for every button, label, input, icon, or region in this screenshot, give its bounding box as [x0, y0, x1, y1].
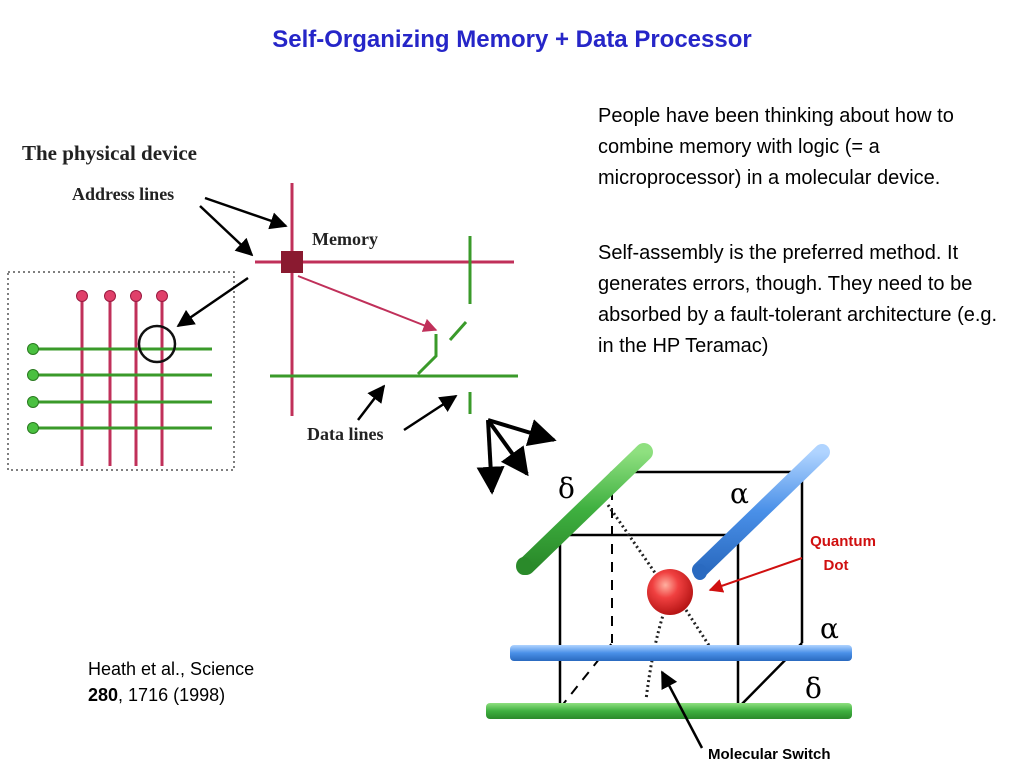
self-assembly-paragraph: Self-assembly is the preferred method. I…	[598, 242, 998, 357]
molecular-switch-figure: δ α α δ Quantum Dot Molecular Switch	[486, 443, 876, 763]
molecular-switch-label: Molecular Switch	[708, 746, 831, 763]
switch-contact	[448, 321, 468, 341]
crossbar-address-terminals	[76, 290, 168, 302]
alpha-wire-top	[692, 444, 830, 580]
molecular-switch-callout-arrow	[660, 670, 704, 749]
citation-authors: Heath et al., Science	[88, 659, 255, 679]
memory-cell	[281, 251, 303, 273]
physical-device-heading: The physical device	[22, 141, 197, 165]
quantum-dot	[647, 569, 693, 615]
delta-wire-horizontal	[486, 703, 852, 719]
quantum-dot-label-line2: Dot	[824, 557, 849, 574]
delta-label-bottom: δ	[805, 672, 822, 705]
quantum-dot-callout-arrow	[708, 557, 803, 593]
intro-paragraph: People have been thinking about how to c…	[598, 105, 954, 189]
address-lines-label: Address lines	[72, 184, 174, 204]
delta-label-top: δ	[558, 472, 575, 505]
memory-label: Memory	[312, 229, 378, 249]
zoom-pointer-arrows	[476, 418, 557, 495]
alpha-label-top: α	[730, 477, 749, 510]
label-arrows	[176, 196, 458, 432]
crossbar-data-terminals	[27, 343, 39, 434]
citation: Heath et al., Science 280, 1716 (1998)	[88, 656, 254, 708]
data-lines-label: Data lines	[307, 424, 384, 444]
memory-to-switch-arrow	[297, 275, 438, 332]
physical-device-figure: The physical device Address lines Memory…	[7, 141, 518, 471]
alpha-wire-horizontal	[510, 645, 852, 661]
quantum-dot-label-line1: Quantum	[810, 533, 876, 550]
selected-junction-circle	[137, 324, 177, 364]
crossbar-address-lines	[80, 298, 164, 466]
slide-title: Self-Organizing Memory + Data Processor	[272, 26, 752, 53]
molecular-bonds	[606, 504, 714, 701]
alpha-label-right: α	[820, 612, 839, 645]
citation-volume: 280	[88, 685, 119, 705]
citation-pages-year: , 1716 (1998)	[118, 685, 226, 705]
delta-wire-top	[516, 443, 653, 575]
switch-element	[416, 334, 438, 376]
crossbar-data-lines	[36, 347, 212, 430]
crossbar-array-frame	[7, 271, 235, 471]
